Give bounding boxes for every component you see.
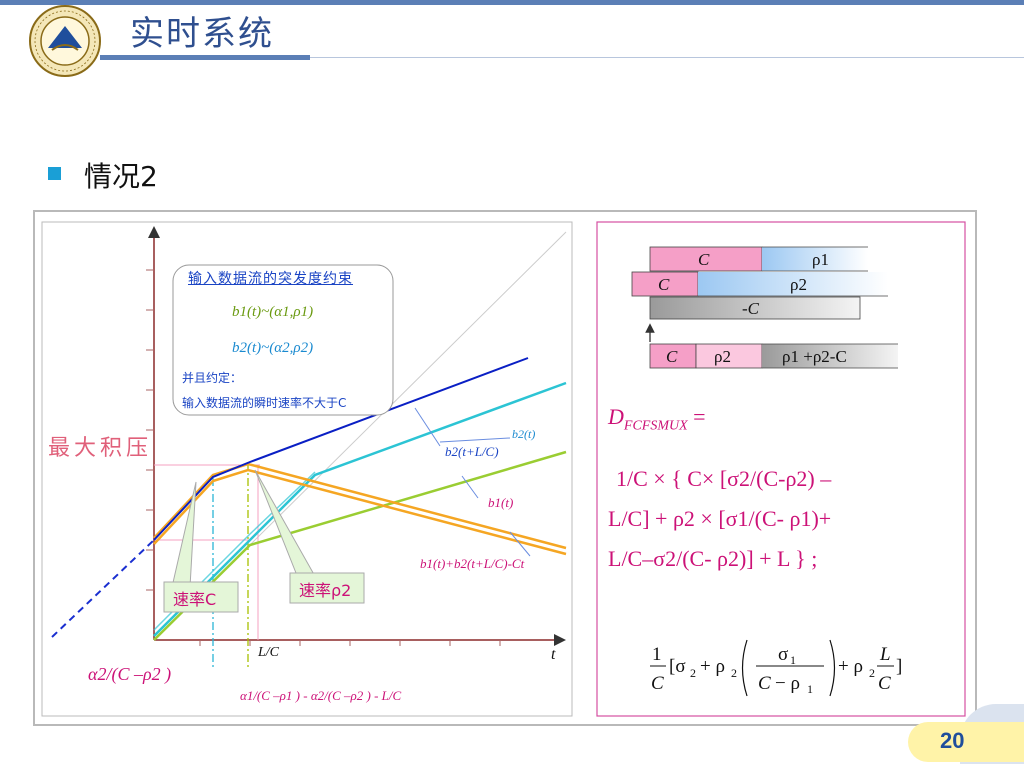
alpha-label: α2/(C –ρ2 ): [88, 664, 172, 684]
formula-equals: =: [687, 404, 706, 429]
svg-text:+ ρ: + ρ: [700, 656, 725, 677]
label-b2t: b2(t): [512, 427, 536, 441]
page-title: 实时系统: [130, 14, 274, 54]
max-backlog-label: 最大积压: [48, 436, 153, 461]
label-b2t-shift: b2(t+L/C): [445, 444, 499, 459]
queue-row4-rho2-label: ρ2: [714, 347, 731, 366]
title-underline: [100, 55, 310, 60]
rate-rho2-label: 速率ρ2: [299, 581, 352, 600]
queue-row1-c-label: C: [698, 250, 710, 269]
constraint-heading: 输入数据流的突发度约束: [188, 271, 353, 287]
title-divider: [310, 57, 1024, 58]
constraint-rate-rule: 输入数据流的瞬时速率不大于C: [182, 396, 347, 410]
university-logo: [29, 5, 101, 77]
queue-row2-c: [631, 271, 699, 297]
page-number: 20: [940, 728, 965, 753]
svg-text:2: 2: [690, 666, 696, 680]
queue-row2-c-label: C: [658, 275, 670, 294]
svg-text:2: 2: [731, 666, 737, 680]
svg-text:[σ: [σ: [669, 656, 686, 677]
bottom-expression: α1/(C –ρ1 ) - α2/(C –ρ2 ) - L/C: [240, 688, 402, 703]
callout-rate-c: [163, 581, 239, 613]
top-strip: [0, 0, 1024, 5]
formula-line2: L/C] + ρ2 × [σ1/(C- ρ1)+: [608, 506, 832, 531]
svg-text:1: 1: [807, 682, 813, 696]
label-sum: b1(t)+b2(t+L/C)-Ct: [420, 556, 525, 571]
leader-line: [439, 437, 511, 443]
queue-row1-rho1-label: ρ1: [812, 250, 829, 269]
axis-t-label: t: [551, 646, 556, 663]
bullet-text: 情况2: [84, 160, 158, 193]
formula-panel: [596, 221, 966, 717]
formula-d-subscript: FCFSMUX: [623, 418, 688, 434]
rate-c-label: 速率C: [173, 590, 217, 609]
queue-row1-c: [649, 246, 763, 272]
label-b1t: b1(t): [488, 495, 514, 510]
constraint-note: 并且约定：: [182, 371, 243, 385]
svg-text:L: L: [879, 644, 891, 665]
constraint-b1: b1(t)~(α1,ρ1): [232, 304, 314, 320]
queue-row4-c-label: C: [666, 347, 678, 366]
queue-row3-label: -C: [742, 299, 759, 318]
queue-row4-sum: [762, 344, 898, 368]
formula-line3: L/C–σ2/(C- ρ2)] + L } ;: [608, 546, 818, 571]
svg-text:2: 2: [869, 666, 875, 680]
y-ticks: [146, 269, 154, 591]
constraint-box: [172, 264, 394, 416]
formula-d: D: [608, 404, 624, 429]
formula-line1: 1/C × { C× [σ2/(C-ρ2) –: [616, 466, 832, 491]
svg-text:C: C: [651, 673, 664, 694]
svg-text:σ: σ: [778, 644, 788, 665]
svg-text:]: ]: [896, 656, 902, 677]
constraint-b2: b2(t)~(α2,ρ2): [232, 340, 314, 356]
page-number-badge: [908, 722, 1024, 762]
queue-row2-rho2-label: ρ2: [790, 275, 807, 294]
queue-row4-sum-label: ρ1 +ρ2-C: [782, 347, 847, 366]
svg-text:C: C: [878, 673, 891, 694]
tick-lc-label: L/C: [258, 645, 280, 660]
leader-line: [509, 531, 531, 557]
queue-row3-neg-c: [649, 296, 861, 320]
callout-rate-rho2: [289, 572, 365, 604]
svg-text:1: 1: [790, 653, 796, 667]
leader-line: [461, 475, 479, 499]
formula-heading: DFCFSMUX =: [608, 404, 706, 434]
svg-text:C: C: [758, 673, 771, 694]
svg-text:+ ρ: + ρ: [838, 656, 863, 677]
callout-rate-c-pointer: [171, 481, 197, 588]
queue-row1-rho1: [762, 247, 868, 271]
queue-row2-rho2: [698, 272, 888, 296]
graph-frame: [41, 221, 573, 717]
curve-sum-shadow: [153, 468, 567, 556]
bullet-marker: [48, 167, 61, 180]
queue-row4-c: [649, 343, 697, 369]
svg-text:1: 1: [652, 644, 662, 665]
svg-text:− ρ: − ρ: [775, 673, 800, 694]
leader-line: [414, 407, 441, 447]
dashed-extension: [51, 539, 155, 638]
x-ticks: [199, 640, 501, 646]
